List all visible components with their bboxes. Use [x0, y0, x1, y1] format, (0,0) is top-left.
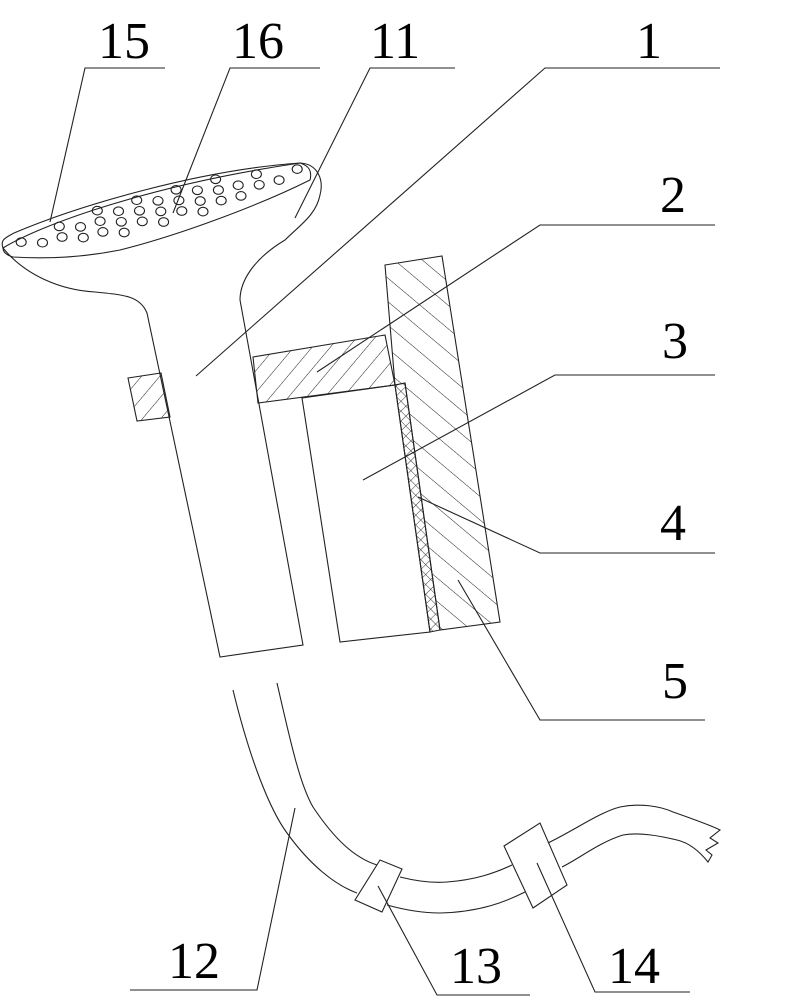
spray-hole	[119, 228, 129, 237]
label-1: 1	[636, 13, 662, 70]
spray-hole	[274, 176, 284, 185]
part-2-bracket	[253, 335, 395, 403]
spray-hole	[216, 196, 226, 205]
label-13: 13	[450, 938, 502, 995]
spray-hole	[116, 218, 126, 227]
spray-hole	[38, 238, 48, 247]
spray-hole	[195, 197, 205, 206]
spray-hole	[211, 175, 221, 184]
spray-hole	[192, 186, 202, 195]
leader-lines	[50, 68, 720, 995]
spray-hole	[254, 181, 264, 190]
spray-hole	[177, 207, 187, 216]
spray-hole	[95, 217, 105, 226]
label-3: 3	[662, 313, 688, 370]
label-12: 12	[168, 933, 220, 990]
part-5-plate	[385, 256, 500, 630]
spray-hole	[213, 186, 223, 195]
collar-block	[128, 373, 170, 421]
spray-hole	[292, 165, 302, 174]
spray-holes	[16, 165, 302, 247]
spray-hole	[156, 207, 166, 216]
hose	[233, 683, 720, 913]
label-16: 16	[232, 13, 284, 70]
spray-hole	[233, 181, 243, 190]
spray-hole	[57, 233, 67, 242]
spray-hole	[153, 197, 163, 206]
spray-hole	[92, 206, 102, 215]
spray-hole	[98, 228, 108, 237]
spray-hole	[114, 207, 124, 216]
label-5: 5	[662, 653, 688, 710]
label-15: 15	[98, 13, 150, 70]
spray-hole	[54, 222, 64, 231]
label-14: 14	[608, 938, 660, 995]
spray-hole	[16, 238, 26, 247]
spray-hole	[251, 170, 261, 179]
label-4: 4	[660, 495, 686, 552]
spray-hole	[78, 233, 88, 242]
spray-hole	[159, 218, 169, 227]
spray-hole	[137, 217, 147, 226]
clamp-14	[504, 823, 567, 908]
label-2: 2	[660, 167, 686, 224]
spray-hole	[236, 192, 246, 201]
label-11: 11	[370, 13, 420, 70]
spray-hole	[198, 207, 208, 216]
spray-hole	[76, 223, 86, 232]
spray-hole	[135, 207, 145, 216]
